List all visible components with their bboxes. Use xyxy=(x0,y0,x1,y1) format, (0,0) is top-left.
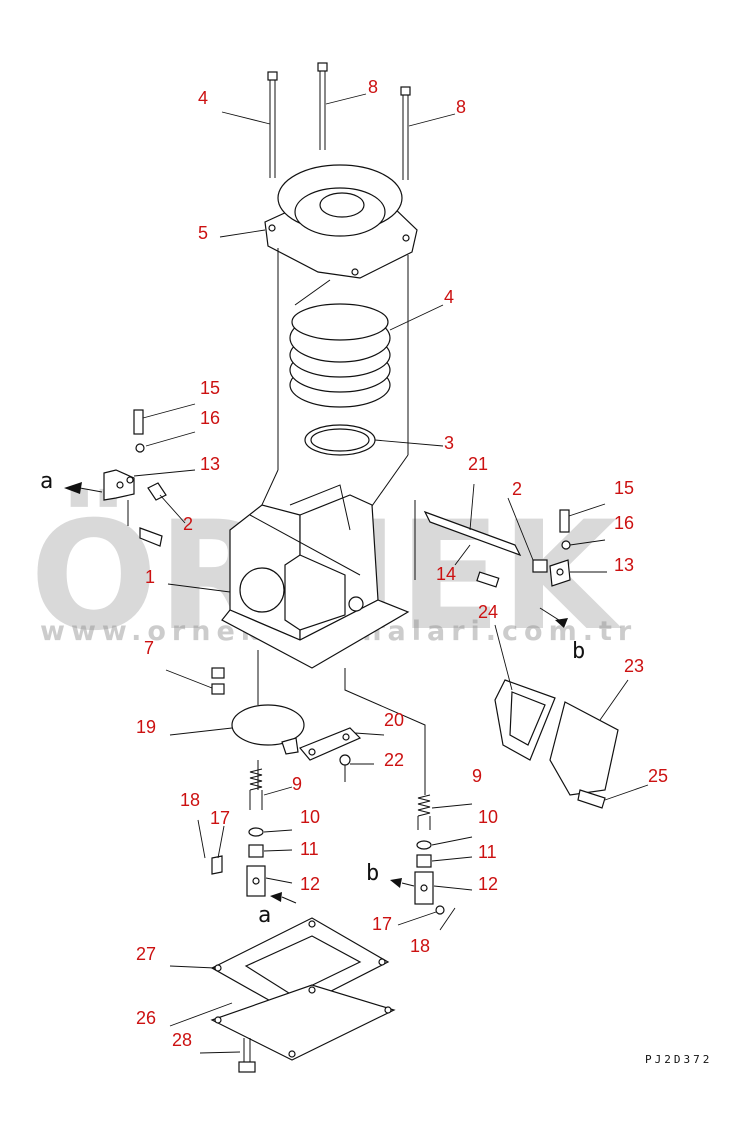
callout-17: 17 xyxy=(210,808,230,828)
bolt-6 xyxy=(267,71,278,178)
callout-20: 20 xyxy=(384,710,404,730)
callout-10: 10 xyxy=(478,807,498,827)
callout-3: 3 xyxy=(444,433,454,453)
section-marker-a: a xyxy=(40,469,53,494)
right-hardware xyxy=(414,500,571,588)
callout-12: 12 xyxy=(300,874,320,894)
housing-1 xyxy=(221,484,410,669)
callout-9: 9 xyxy=(292,774,302,794)
right-lower-stack xyxy=(414,794,445,915)
callout-23: 23 xyxy=(624,656,644,676)
callout-12: 12 xyxy=(478,874,498,894)
plate-24 xyxy=(494,679,556,761)
callout-7: 7 xyxy=(144,638,154,658)
callout-9: 9 xyxy=(472,766,482,786)
callout-18: 18 xyxy=(180,790,200,810)
callout-15: 15 xyxy=(614,478,634,498)
cover-19 xyxy=(231,650,305,755)
section-arrows xyxy=(64,482,568,904)
callout-14: 14 xyxy=(436,564,456,584)
bolt-8-left xyxy=(317,62,328,150)
leader-lines xyxy=(133,93,649,1054)
callout-24: 24 xyxy=(478,602,498,622)
callout-17: 17 xyxy=(372,914,392,934)
callout-8: 8 xyxy=(456,97,466,117)
callout-16: 16 xyxy=(200,408,220,428)
callout-11: 11 xyxy=(300,839,319,859)
drawing-code: PJ2D372 xyxy=(645,1053,712,1066)
left-hardware xyxy=(103,409,167,547)
bolt-25 xyxy=(577,789,606,809)
callout-11: 11 xyxy=(478,842,497,862)
callout-27: 27 xyxy=(136,944,156,964)
callout-13: 13 xyxy=(614,555,634,575)
callout-4: 4 xyxy=(444,287,454,307)
callout-15: 15 xyxy=(200,378,220,398)
callout-18: 18 xyxy=(410,936,430,956)
flange-5 xyxy=(264,164,418,279)
callout-21: 21 xyxy=(468,454,488,474)
callout-1: 1 xyxy=(145,567,155,587)
bolt-8-right xyxy=(400,86,411,180)
guide-lines xyxy=(257,668,426,795)
callout-13: 13 xyxy=(200,454,220,474)
nuts-7 xyxy=(211,667,225,695)
callouts: 4 8 8 5 4 3 15 16 13 2 1 7 19 20 22 9 10… xyxy=(136,77,668,1050)
bracket-20 xyxy=(299,727,362,782)
callout-28: 28 xyxy=(172,1030,192,1050)
callout-8: 8 xyxy=(368,77,378,97)
callout-19: 19 xyxy=(136,717,156,737)
callout-2: 2 xyxy=(512,479,522,499)
section-marker-b: b xyxy=(572,639,585,664)
bolt-28 xyxy=(238,1038,256,1073)
gasket-ring-3 xyxy=(304,424,376,456)
plate-26 xyxy=(210,984,396,1061)
callout-22: 22 xyxy=(384,750,404,770)
section-marker-b: b xyxy=(366,861,379,886)
callout-2: 2 xyxy=(183,514,193,534)
callout-5: 5 xyxy=(198,223,208,243)
callout-16: 16 xyxy=(614,513,634,533)
callout-10: 10 xyxy=(300,807,320,827)
callout-25: 25 xyxy=(648,766,668,786)
bellows-4 xyxy=(289,303,391,408)
cover-23 xyxy=(549,701,619,796)
left-lower-stack xyxy=(211,768,266,897)
callout-26: 26 xyxy=(136,1008,156,1028)
callout-6: 4 xyxy=(198,88,208,108)
section-marker-a: a xyxy=(258,903,271,928)
section-letters: a b a b xyxy=(40,469,585,928)
